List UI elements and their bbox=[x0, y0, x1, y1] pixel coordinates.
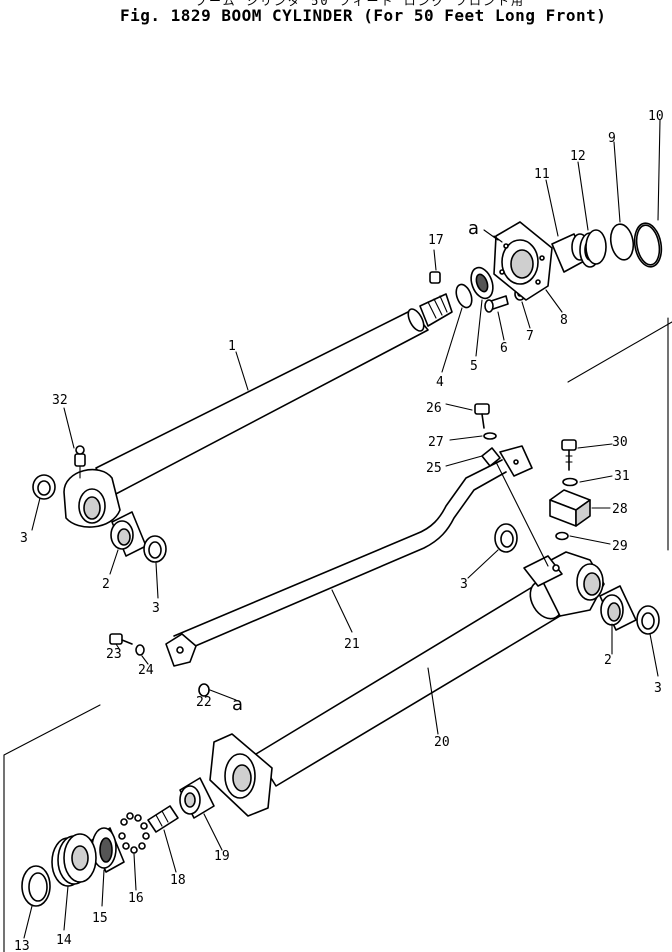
label-part-14: 14 bbox=[56, 933, 72, 948]
dust-seal-left-outer[interactable] bbox=[143, 535, 167, 563]
section-frame-bottom-left bbox=[3, 704, 101, 952]
marker-a-top: a bbox=[468, 218, 479, 239]
bushing-2-left[interactable] bbox=[110, 511, 147, 557]
bolt-23[interactable] bbox=[109, 633, 133, 645]
title-english: Fig. 1829 BOOM CYLINDER (For 50 Feet Lon… bbox=[120, 6, 607, 25]
label-part-20: 20 bbox=[434, 735, 450, 750]
label-part-19: 19 bbox=[214, 849, 230, 864]
label-part-16: 16 bbox=[128, 891, 144, 906]
label-part-21: 21 bbox=[344, 637, 360, 652]
section-frame-top-right bbox=[567, 317, 672, 551]
pipe-21[interactable] bbox=[165, 445, 533, 667]
bolt-6[interactable] bbox=[484, 295, 509, 313]
label-part-27: 27 bbox=[428, 435, 444, 450]
label-part-7: 7 bbox=[526, 329, 534, 344]
label-part-28: 28 bbox=[612, 502, 628, 517]
figure-title: ブーム シリンダ 50 フィート ロング フロント用 Fig. 1829 BOO… bbox=[0, 0, 672, 34]
nut-17[interactable] bbox=[429, 271, 441, 284]
label-part-9: 9 bbox=[608, 131, 616, 146]
packing-12[interactable] bbox=[579, 229, 607, 268]
label-part-32: 32 bbox=[52, 393, 68, 408]
piston-14[interactable] bbox=[51, 833, 97, 887]
label-part-18: 18 bbox=[170, 873, 186, 888]
seal-5[interactable] bbox=[467, 265, 497, 302]
backup-ring-9[interactable] bbox=[608, 222, 636, 261]
washer-24[interactable] bbox=[135, 644, 145, 656]
label-part-10: 10 bbox=[648, 109, 664, 124]
bushing-2-right[interactable] bbox=[599, 585, 637, 631]
label-part-3c: 3 bbox=[460, 577, 468, 592]
label-part-24: 24 bbox=[138, 663, 154, 678]
title-japanese: ブーム シリンダ 50 フィート ロング フロント用 bbox=[195, 0, 525, 8]
steel-balls-16[interactable] bbox=[118, 812, 150, 854]
piston-rod[interactable] bbox=[63, 293, 453, 528]
label-part-4: 4 bbox=[436, 375, 444, 390]
label-part-2a: 2 bbox=[102, 577, 110, 592]
o-ring-10[interactable] bbox=[631, 221, 664, 269]
ring-15[interactable] bbox=[91, 827, 125, 873]
label-part-3a: 3 bbox=[20, 531, 28, 546]
label-part-26: 26 bbox=[426, 401, 442, 416]
flange-25[interactable] bbox=[481, 447, 501, 467]
label-part-30: 30 bbox=[612, 435, 628, 450]
leader-lines bbox=[23, 119, 661, 939]
bolt-30[interactable] bbox=[561, 439, 577, 471]
label-part-12: 12 bbox=[570, 149, 586, 164]
grease-fitting-32[interactable] bbox=[74, 445, 86, 479]
plunger-18[interactable] bbox=[147, 805, 179, 833]
label-part-23: 23 bbox=[106, 647, 122, 662]
cylinder-tube[interactable] bbox=[209, 461, 605, 817]
label-part-22: 22 bbox=[196, 695, 212, 710]
label-part-13: 13 bbox=[14, 939, 30, 952]
label-part-31: 31 bbox=[614, 469, 630, 484]
o-ring-22[interactable] bbox=[198, 683, 210, 697]
label-part-8: 8 bbox=[560, 313, 568, 328]
washer-31[interactable] bbox=[562, 477, 578, 487]
dust-seal-right-outer[interactable] bbox=[636, 605, 660, 635]
marker-a-bottom: a bbox=[232, 694, 243, 715]
dust-seal-left[interactable] bbox=[32, 474, 56, 500]
wear-ring-13[interactable] bbox=[21, 865, 51, 907]
cylinder-head-8[interactable] bbox=[493, 221, 553, 301]
o-ring-29[interactable] bbox=[555, 531, 569, 541]
washer-27[interactable] bbox=[483, 432, 497, 440]
label-part-2b: 2 bbox=[604, 653, 612, 668]
part-number-labels: 1 32 3 2 3 4 5 6 7 8 9 10 11 12 17 a 26 … bbox=[14, 109, 664, 952]
label-part-3d: 3 bbox=[654, 681, 662, 696]
o-ring-4[interactable] bbox=[453, 282, 474, 309]
nut-19[interactable] bbox=[179, 777, 215, 819]
label-part-15: 15 bbox=[92, 911, 108, 926]
label-part-1: 1 bbox=[228, 339, 236, 354]
label-part-29: 29 bbox=[612, 539, 628, 554]
label-part-5: 5 bbox=[470, 359, 478, 374]
label-part-6: 6 bbox=[500, 341, 508, 356]
label-part-3b: 3 bbox=[152, 601, 160, 616]
label-part-25: 25 bbox=[426, 461, 442, 476]
label-part-11: 11 bbox=[534, 167, 550, 182]
block-28[interactable] bbox=[549, 489, 591, 527]
bolt-26[interactable] bbox=[474, 403, 490, 429]
dust-seal-right[interactable] bbox=[494, 523, 518, 553]
label-part-17: 17 bbox=[428, 233, 444, 248]
